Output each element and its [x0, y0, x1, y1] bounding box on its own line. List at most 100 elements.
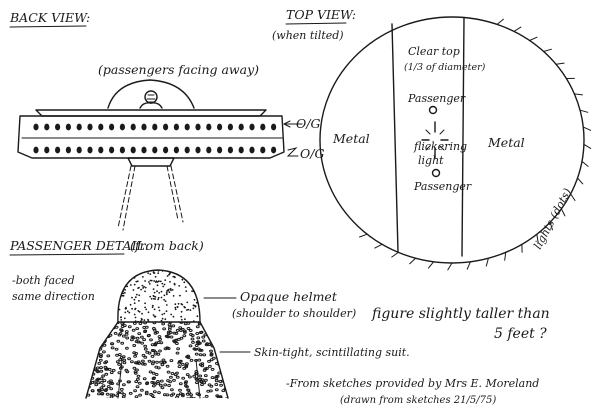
helmet-stipple: [125, 306, 127, 309]
suit-stipple: [86, 335, 87, 339]
suit-stipple: [167, 323, 172, 327]
suit-stipple: [105, 392, 110, 396]
suit-stipple: [225, 322, 228, 324]
helmet-stipple: [180, 303, 183, 305]
rim-lights-label: lights (dots): [531, 186, 574, 251]
suit-stipple: [178, 326, 183, 330]
helmet-stipple: [184, 286, 187, 288]
suit-stipple: [144, 392, 149, 396]
helmet-stipple: [158, 292, 161, 294]
suit-stipple: [192, 374, 197, 378]
suit-stipple: [90, 336, 95, 340]
suit-stipple: [86, 377, 91, 381]
suit-stipple: [86, 347, 90, 351]
rim-tick: [577, 177, 584, 185]
suit-texture: [86, 322, 228, 398]
helmet-stipple: [148, 283, 151, 285]
helmet-stipple: [199, 277, 200, 280]
suit-stipple: [122, 397, 126, 398]
suit-stipple: [103, 333, 108, 337]
suit-stipple: [122, 383, 126, 387]
facing-note-line2: same direction: [12, 290, 95, 303]
suit-stipple: [135, 385, 140, 389]
hull-light-dot: [33, 146, 39, 154]
suit-stipple: [188, 375, 192, 379]
helmet-stipple: [131, 296, 133, 299]
top-view-note: (when tilted): [272, 29, 344, 42]
helmet-stipple: [180, 315, 183, 318]
suit-stipple: [148, 370, 153, 374]
suit-stipple: [211, 324, 216, 328]
hull-light-dot: [271, 123, 277, 131]
suit-stipple: [204, 378, 208, 382]
helmet-stipple: [156, 281, 159, 283]
hull-light-dot: [249, 146, 255, 154]
hull-light-dot: [44, 146, 50, 154]
rim-tick: [391, 251, 399, 258]
suit-stipple: [99, 354, 103, 358]
helmet-stipple: [117, 288, 119, 291]
suit-stipple: [209, 349, 213, 353]
helmet-stipple: [180, 318, 183, 321]
height-note-line2: 5 feet ?: [494, 326, 547, 342]
helmet-stipple: [121, 286, 123, 289]
helmet-stipple: [153, 308, 156, 311]
suit-stipple: [141, 359, 145, 363]
suit-stipple: [119, 387, 124, 391]
suit-stipple: [175, 328, 180, 332]
helmet-stipple: [187, 308, 190, 311]
helmet-stipple: [161, 282, 164, 285]
hull-light-dot: [249, 123, 255, 131]
craft-underside: [127, 157, 175, 167]
hull-light-dot: [163, 146, 169, 154]
suit-stipple: [158, 349, 162, 353]
helmet-stipple: [189, 270, 192, 271]
suit-stipple: [221, 389, 226, 393]
suit-stipple: [179, 322, 184, 324]
suit-stipple: [227, 337, 228, 341]
suit-stipple: [152, 390, 157, 394]
passenger-top-label: Passenger: [407, 92, 466, 105]
helmet-stipple: [179, 294, 181, 297]
suit-stipple: [86, 347, 89, 350]
suit-stipple: [160, 363, 165, 367]
suit-stipple: [181, 394, 185, 398]
helmet-stipple: [114, 281, 116, 283]
suit-stipple: [186, 388, 191, 392]
suit-stipple: [136, 374, 141, 378]
suit-stipple: [223, 322, 227, 325]
suit-stipple: [151, 396, 156, 398]
suit-stipple: [121, 334, 126, 338]
helmet-stipple: [201, 298, 203, 300]
helmet-stipple: [160, 296, 163, 299]
suit-stipple: [132, 351, 137, 355]
back-view-heading: BACK VIEW:: [9, 10, 90, 25]
suit-stipple: [125, 346, 129, 350]
rim-tick: [581, 160, 589, 167]
helmet-stipple: [178, 285, 181, 287]
helmet-stipple: [171, 289, 174, 291]
hull-light-dot: [184, 123, 190, 131]
suit-stipple: [155, 360, 159, 364]
flickering-light-label: flickering: [413, 140, 467, 153]
suit-stipple: [102, 379, 107, 383]
suit-stipple: [128, 391, 133, 395]
suit-stipple: [137, 361, 142, 365]
helmet-stipple: [161, 270, 164, 272]
helmet-stipple: [151, 306, 154, 309]
suit-stipple: [217, 325, 222, 329]
suit-stipple: [209, 389, 213, 393]
suit-stipple: [141, 362, 145, 366]
suit-stipple: [86, 368, 90, 371]
suit-stipple: [111, 393, 116, 397]
suit-stipple: [214, 383, 219, 386]
suit-stipple: [194, 359, 198, 362]
suit-stipple: [158, 383, 163, 387]
suit-stipple: [194, 372, 199, 376]
suit-stipple: [169, 375, 173, 379]
suit-stipple: [208, 364, 212, 368]
suit-stipple: [106, 354, 111, 358]
helmet-stipple: [152, 304, 154, 307]
helmet-stipple: [143, 285, 145, 288]
suit-stipple: [135, 336, 140, 340]
